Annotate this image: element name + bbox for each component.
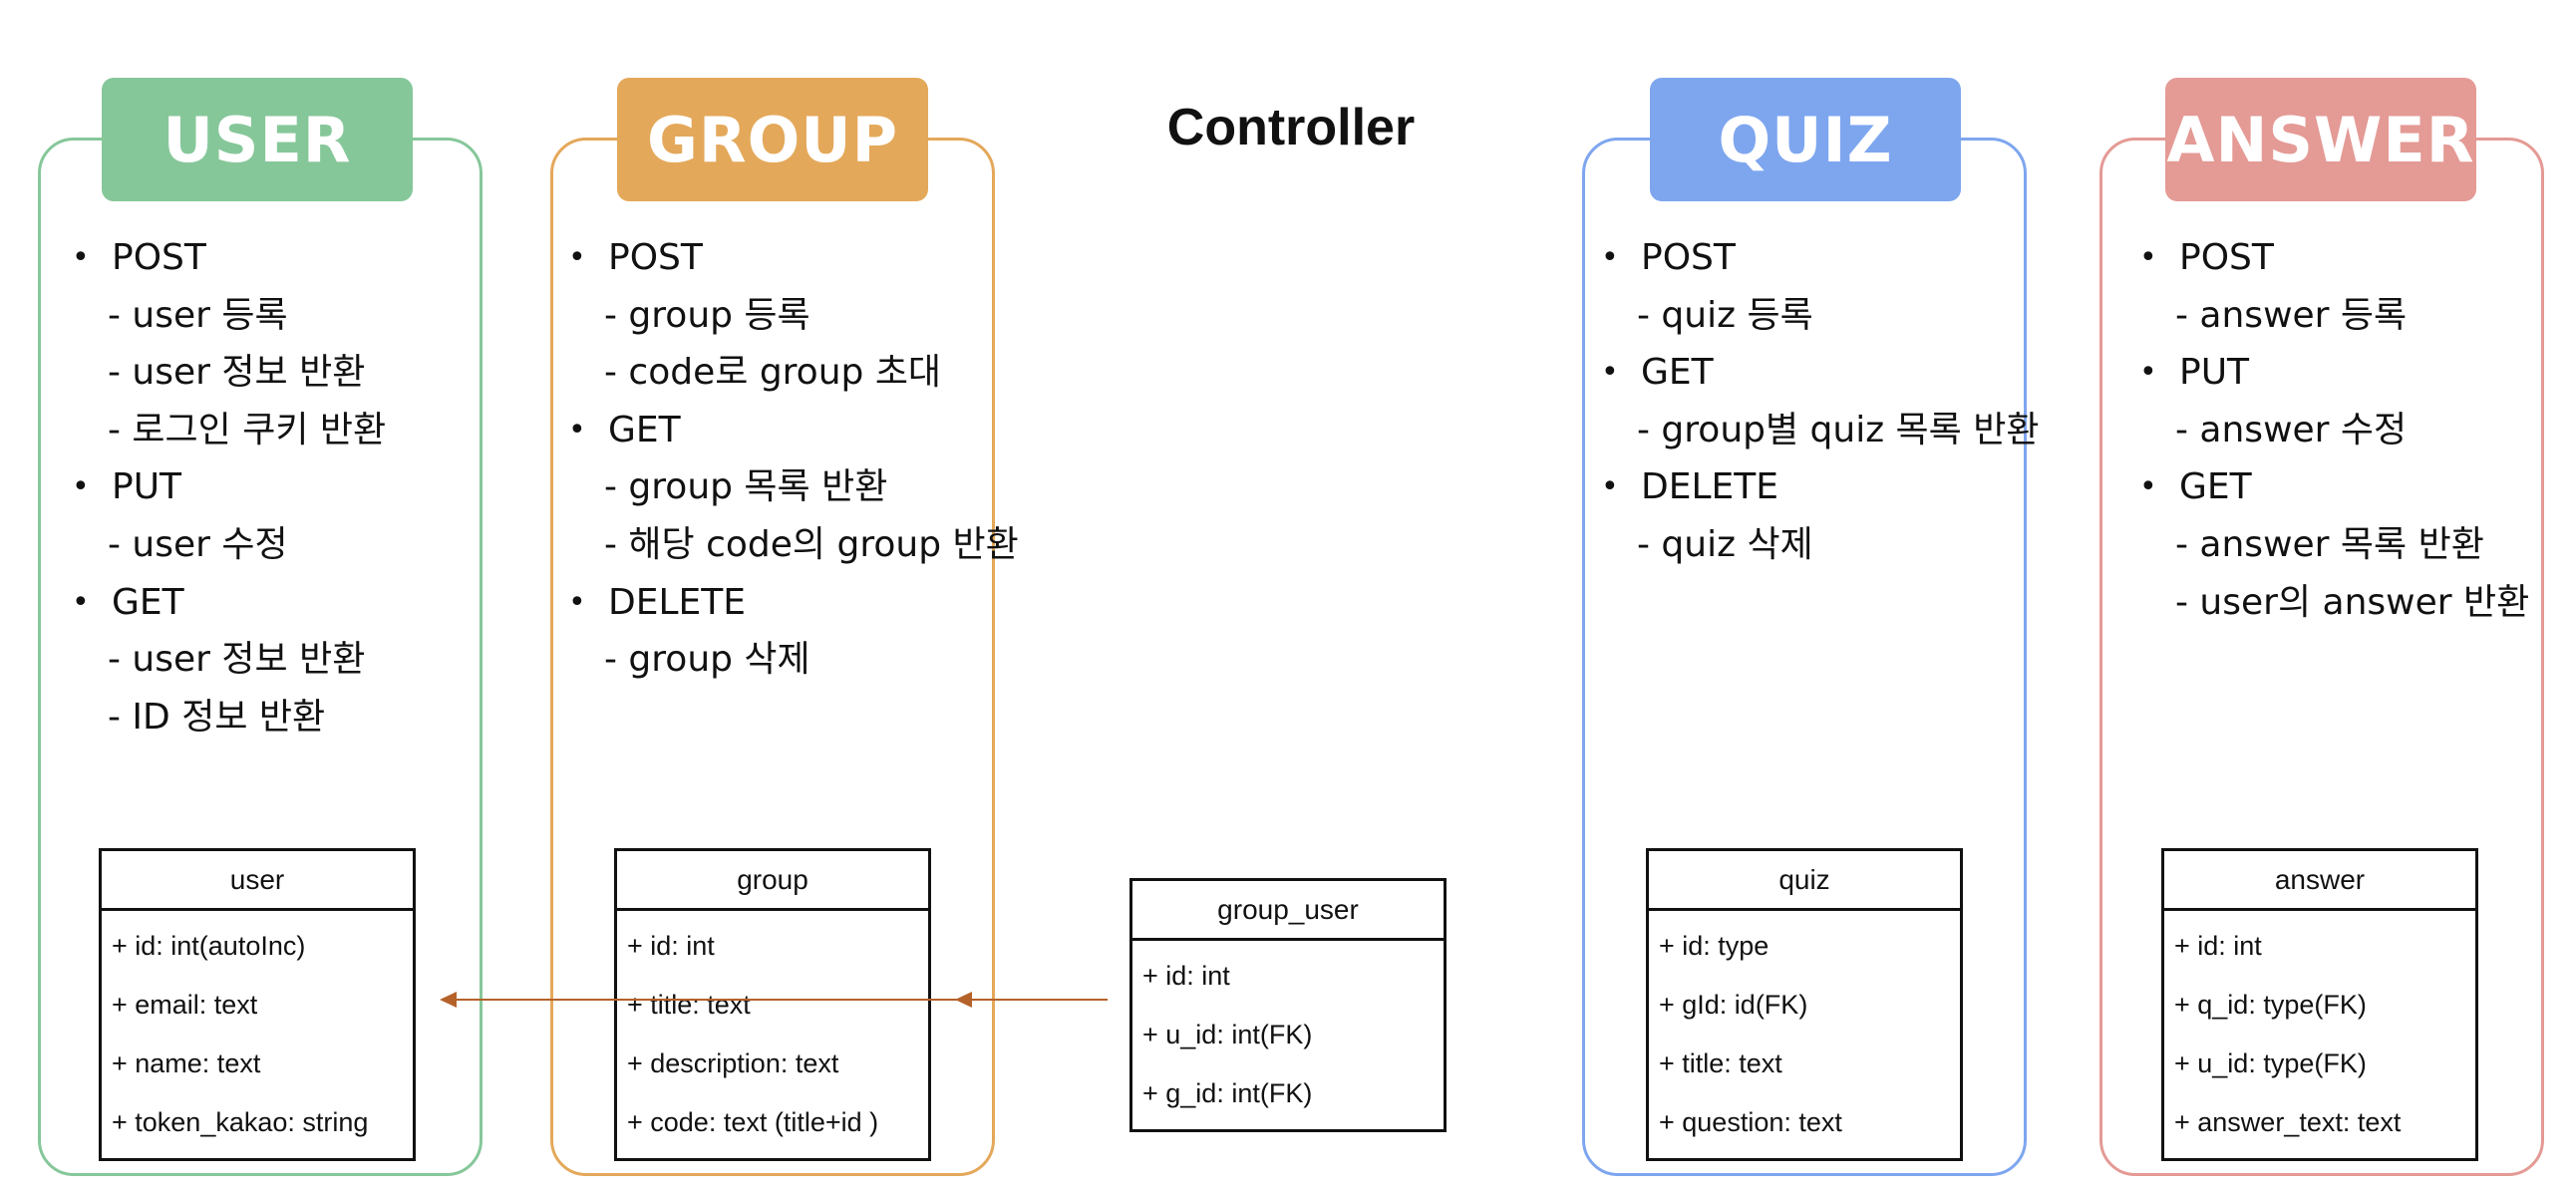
bullet-icon: • (72, 240, 90, 275)
controller-title: Controller (1166, 99, 1416, 156)
table-field: + name: text (112, 1048, 261, 1078)
method-description: - answer 목록 반환 (2175, 523, 2484, 565)
table-name: group_user (1132, 881, 1444, 941)
table-name: quiz (1649, 851, 1960, 911)
bullet-icon: • (2139, 355, 2157, 391)
table-name: user (102, 851, 413, 911)
method-description: - user 등록 (108, 294, 288, 336)
method-description: - group 삭제 (604, 639, 810, 681)
group-tag: GROUP (617, 78, 928, 201)
method-name: POST (1641, 237, 1736, 278)
method-description: - user 정보 반환 (108, 639, 366, 681)
method-name: PUT (2179, 352, 2250, 394)
method-name: GET (112, 581, 184, 623)
table-field: + u_id: int(FK) (1142, 1020, 1313, 1049)
group-user-table: group_user + id: int + u_id: int(FK) + g_id… (1129, 878, 1447, 1132)
answer-tag: ANSWER (2165, 78, 2476, 201)
table-field: + id: int (627, 931, 715, 961)
method-description: - code로 group 초대 (604, 352, 942, 394)
table-field: + token_kakao: string (112, 1107, 369, 1137)
answer-table: answer + id: int + q_id: type(FK) + u_id: t… (2161, 848, 2478, 1161)
table-fields: + id: int + q_id: type(FK) + u_id: type(FK… (2164, 911, 2475, 1158)
http-method: • DELETE (568, 574, 1019, 632)
method-description: - quiz 등록 (1637, 294, 1813, 336)
quiz-table: quiz + id: type + gId: id(FK) + title: text… (1646, 848, 1963, 1161)
table-field: + id: int(autoInc) (112, 931, 306, 961)
table-field: + question: text (1659, 1107, 1842, 1137)
method-description: - group 등록 (604, 294, 810, 336)
table-field: + gId: id(FK) (1659, 990, 1808, 1020)
table-field: + q_id: type(FK) (2174, 990, 2367, 1020)
method-name: GET (2179, 466, 2252, 508)
bullet-icon: • (1601, 469, 1619, 505)
method-name: DELETE (608, 581, 747, 623)
bullet-icon: • (568, 240, 586, 275)
user-method-list: • POST - user 등록 - user 정보 반환 - 로그인 쿠키 반환 • PU… (72, 229, 386, 745)
table-name: answer (2164, 851, 2475, 911)
bullet-icon: • (1601, 240, 1619, 275)
table-fields: + id: int(autoInc) + email: text + name: t… (102, 911, 413, 1158)
method-description: - quiz 삭제 (1637, 523, 1813, 565)
method-name: GET (608, 409, 681, 450)
answer-method-list: • POST - answer 등록 • PUT - answer 수정 • GET - ans… (2139, 229, 2529, 631)
http-method: • POST (568, 229, 1019, 287)
method-description: - ID 정보 반환 (108, 696, 326, 738)
method-description: - answer 등록 (2175, 294, 2408, 336)
http-method: • GET (2139, 458, 2529, 516)
method-description: - group별 quiz 목록 반환 (1637, 409, 2040, 450)
method-name: PUT (112, 466, 182, 508)
bullet-icon: • (2139, 240, 2157, 275)
bullet-icon: • (2139, 469, 2157, 505)
method-name: POST (608, 237, 703, 278)
http-method: • POST (2139, 229, 2529, 287)
http-method: • GET (72, 574, 386, 632)
method-description: - group 목록 반환 (604, 466, 888, 508)
table-field: + answer_text: text (2174, 1107, 2402, 1137)
http-method: • POST (72, 229, 386, 287)
table-field: + description: text (627, 1048, 839, 1078)
bullet-icon: • (568, 584, 586, 620)
bullet-icon: • (72, 584, 90, 620)
method-name: GET (1641, 352, 1714, 394)
method-name: POST (2179, 237, 2274, 278)
method-name: DELETE (1641, 466, 1779, 508)
method-description: - 로그인 쿠키 반환 (108, 409, 387, 450)
user-tag: USER (102, 78, 413, 201)
table-field: + id: type (1659, 931, 1770, 961)
group-table: group + id: int + title: text + description… (614, 848, 931, 1161)
table-name: group (617, 851, 928, 911)
bullet-icon: • (568, 412, 586, 447)
quiz-tag: QUIZ (1650, 78, 1961, 201)
table-field: + code: text (title+id ) (627, 1107, 879, 1137)
table-field: + id: int (2174, 931, 2262, 961)
http-method: • GET (568, 402, 1019, 459)
http-method: • DELETE (1601, 458, 2040, 516)
http-method: • POST (1601, 229, 2040, 287)
table-fields: + id: int + title: text + description: tex… (617, 911, 928, 1158)
http-method: • GET (1601, 344, 2040, 402)
method-description: - 해당 code의 group 반환 (604, 523, 1019, 565)
table-field: + title: text (1659, 1048, 1782, 1078)
method-description: - user 수정 (108, 523, 288, 565)
table-field: + id: int (1142, 961, 1230, 991)
user-table: user + id: int(autoInc) + email: text + nam… (99, 848, 416, 1161)
method-description: - answer 수정 (2175, 409, 2408, 450)
table-field: + u_id: type(FK) (2174, 1048, 2367, 1078)
table-field: + g_id: int(FK) (1142, 1078, 1313, 1108)
bullet-icon: • (72, 469, 90, 505)
method-name: POST (112, 237, 206, 278)
table-fields: + id: int + u_id: int(FK) + g_id: int(FK) (1132, 941, 1444, 1129)
table-field: + title: text (627, 990, 751, 1020)
http-method: • PUT (2139, 344, 2529, 402)
table-fields: + id: type + gId: id(FK) + title: text + qu… (1649, 911, 1960, 1158)
method-description: - user의 answer 반환 (2175, 581, 2530, 623)
table-field: + email: text (112, 990, 258, 1020)
group-method-list: • POST - group 등록 - code로 group 초대 • GET - gro… (568, 229, 1019, 689)
bullet-icon: • (1601, 355, 1619, 391)
quiz-method-list: • POST - quiz 등록 • GET - group별 quiz 목록 반환 • D… (1601, 229, 2040, 574)
method-description: - user 정보 반환 (108, 352, 366, 394)
http-method: • PUT (72, 458, 386, 516)
